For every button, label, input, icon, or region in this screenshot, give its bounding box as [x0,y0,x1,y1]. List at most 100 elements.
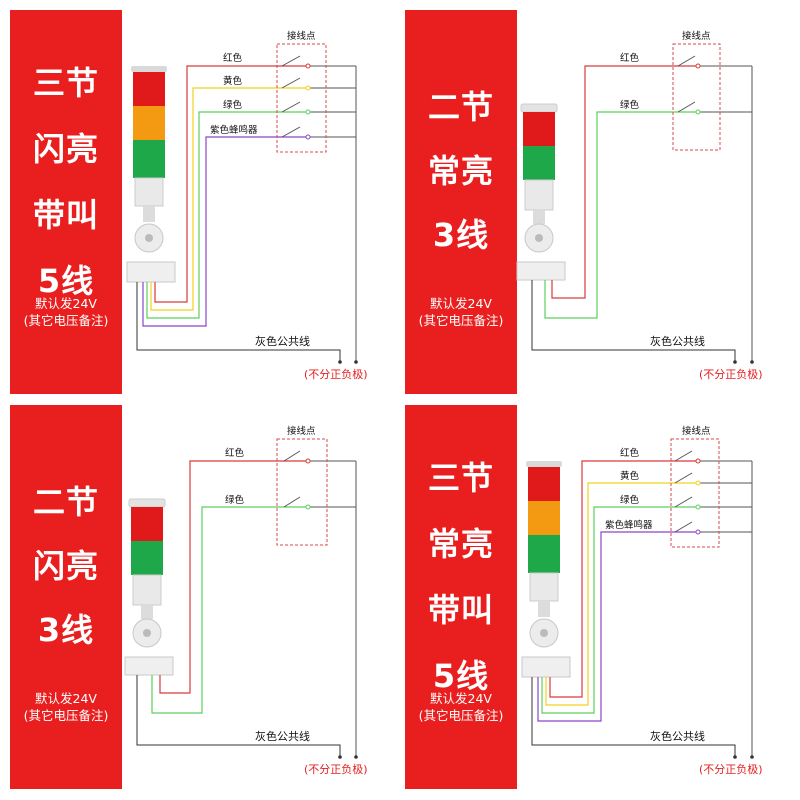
voltage-text: 默认发24V [430,691,492,706]
title-line: 带叫 [32,196,99,234]
polarity-label: (不分正负极) [699,368,763,381]
junction-box [276,43,327,153]
wire-label-green: 绿色 [223,100,243,111]
wire-yellow [545,482,698,706]
wire-green [544,111,698,319]
lamp-red [131,507,163,541]
wire-common [531,280,736,362]
panel-two-tier-steady: 二节 常亮 3线 默认发24V (其它电压备注) 接线 [395,0,790,395]
wire-green [151,506,308,714]
title-block: 三节 闪亮 带叫 5线 默认发24V (其它电压备注) [10,10,122,394]
title-line: 三节 [427,459,494,497]
voltage-note: (其它电压备注) [23,708,109,723]
wire-label-red: 红色 [223,53,243,64]
junction-box [672,43,721,151]
title-block: 三节 常亮 带叫 5线 默认发24V (其它电压备注) [405,405,517,789]
polarity-label: (不分正负极) [304,368,368,381]
wire-label-red: 红色 [225,448,245,459]
title-line: 闪亮 [32,130,99,168]
wire-label-green: 绿色 [225,495,245,506]
wiring-diagram [124,438,358,759]
title-line: 闪亮 [32,547,99,585]
junction-label: 接线点 [287,426,316,437]
wire-common [136,675,341,757]
polarity-label: (不分正负极) [304,763,368,776]
wire-yellow [150,87,308,311]
voltage-note: (其它电压备注) [418,313,504,328]
switch-contacts [695,63,701,115]
panel-three-tier-flash-buzzer: 三节 闪亮 带叫 5线 默认发24V (其它电压备注) [0,0,395,395]
title-line: 常亮 [427,525,494,563]
wire-label-yellow: 黄色 [620,471,640,482]
common-wire-label: 灰色公共线 [650,730,705,743]
wire-green [541,506,698,714]
lamp-green [133,140,165,178]
title-line: 5线 [37,262,95,300]
lamp-orange [528,501,560,535]
junction-label: 接线点 [682,426,711,437]
title-line: 带叫 [427,591,494,629]
polarity-label: (不分正负极) [699,763,763,776]
title-line: 常亮 [427,152,494,190]
wire-label-red: 红色 [620,448,640,459]
lamp-green [528,535,560,573]
lamp-orange [133,106,165,140]
wire-label-purple: 紫色蜂鸣器 [605,520,653,531]
junction-label: 接线点 [287,31,316,42]
wire-red [551,65,698,299]
switch-set [281,55,357,362]
lamp-red [528,467,560,501]
wiring-diagram [516,43,754,364]
signal-tower [516,103,566,281]
signal-tower [124,498,174,676]
panel-three-tier-steady-buzzer: 三节 常亮 带叫 5线 默认发24V (其它电压备注) [395,395,790,790]
switch-set [283,450,357,757]
wire-purple [537,531,698,722]
switch-set [677,55,753,362]
wire-common [531,677,736,757]
title-block: 二节 常亮 3线 默认发24V (其它电压备注) [405,10,517,394]
title-line: 5线 [432,657,490,695]
switch-contacts [305,458,311,510]
wire-red [549,460,698,698]
wire-common [136,282,341,362]
common-wire-label: 灰色公共线 [255,730,310,743]
common-wire-label: 灰色公共线 [255,335,310,348]
switch-set [674,450,753,757]
voltage-note: (其它电压备注) [23,313,109,328]
switch-contacts [305,63,311,140]
title-line: 二节 [32,483,99,521]
junction-box [670,438,720,548]
wiring-diagram [521,438,754,759]
panel-two-tier-flash: 二节 闪亮 3线 默认发24V (其它电压备注) 接线 [0,395,395,790]
junction-label: 接线点 [682,31,711,42]
signal-tower [126,66,176,283]
junction-box [276,438,328,546]
voltage-note: (其它电压备注) [418,708,504,723]
title-line: 3线 [37,611,95,649]
wire-label-purple: 紫色蜂鸣器 [210,125,258,136]
title-line: 3线 [432,216,490,254]
signal-tower [521,461,571,678]
wire-red [159,460,308,694]
wire-red [154,65,308,303]
common-wire-label: 灰色公共线 [650,335,705,348]
voltage-text: 默认发24V [35,296,97,311]
wire-label-green: 绿色 [620,495,640,506]
switch-contacts [695,458,701,535]
lamp-red [523,112,555,146]
wire-label-green: 绿色 [620,100,640,111]
lamp-red [133,72,165,106]
lamp-green [131,541,163,575]
lamp-green [523,146,555,180]
title-line: 二节 [427,88,494,126]
title-line: 三节 [32,64,99,102]
voltage-text: 默认发24V [35,691,97,706]
wire-green [146,111,308,319]
wiring-diagram [126,43,358,364]
title-block: 二节 闪亮 3线 默认发24V (其它电压备注) [10,405,122,789]
wire-label-red: 红色 [620,53,640,64]
wire-label-yellow: 黄色 [223,76,243,87]
voltage-text: 默认发24V [430,296,492,311]
wire-purple [142,136,308,327]
